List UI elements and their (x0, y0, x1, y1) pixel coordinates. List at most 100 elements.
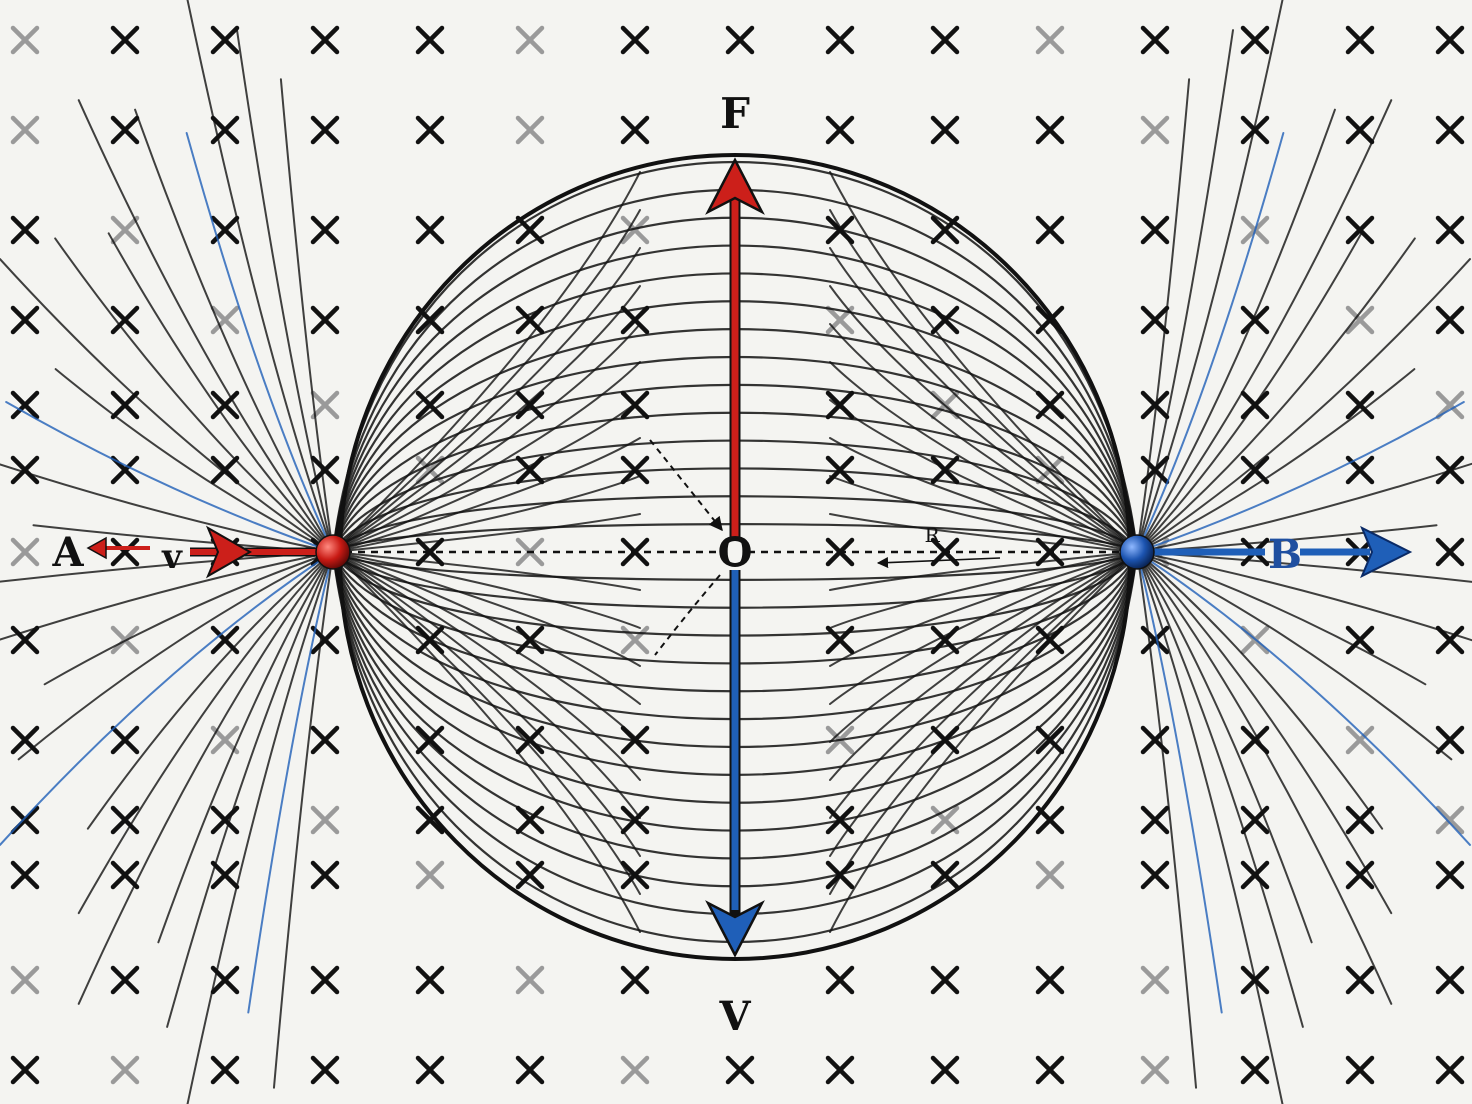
field-line (332, 171, 641, 553)
field-cross-icon (110, 1055, 140, 1085)
field-line (1136, 551, 1223, 1014)
field-cross-icon (1140, 1055, 1170, 1085)
field-cross-icon (1240, 455, 1270, 485)
field-line (134, 108, 334, 553)
field-line (1136, 551, 1393, 915)
field-line (332, 551, 641, 857)
field-cross-icon (210, 1055, 240, 1085)
field-line (332, 551, 641, 591)
field-cross-icon (415, 390, 445, 420)
field-cross-icon (1435, 1055, 1465, 1085)
field-line (829, 551, 1138, 629)
field-line (1136, 551, 1427, 686)
field-cross-icon (1345, 725, 1375, 755)
field-line (1136, 258, 1471, 553)
field-cross-icon (310, 390, 340, 420)
field-cross-icon (310, 725, 340, 755)
field-cross-icon (1035, 725, 1065, 755)
radius-arrow (876, 556, 1001, 569)
field-line (1136, 551, 1284, 1104)
field-line (77, 551, 334, 915)
field-cross-icon (620, 965, 650, 995)
field-cross-icon (1035, 860, 1065, 890)
field-cross-icon (415, 805, 445, 835)
field-cross-icon (1345, 390, 1375, 420)
field-cross-icon (110, 305, 140, 335)
field-cross-icon (110, 215, 140, 245)
field-cross-icon (110, 965, 140, 995)
velocity-arrow-head (705, 900, 765, 958)
field-cross-icon (825, 1055, 855, 1085)
field-cross-icon (1435, 305, 1465, 335)
field-cross-icon (310, 305, 340, 335)
field-line (5, 401, 334, 553)
field-line (332, 551, 641, 667)
label-b: B (1268, 531, 1302, 578)
field-cross-icon (930, 805, 960, 835)
field-line (1136, 551, 1198, 1089)
field-line (829, 551, 1138, 667)
field-cross-icon (10, 25, 40, 55)
field-cross-icon (1140, 805, 1170, 835)
field-line (272, 551, 334, 1089)
field-line (54, 237, 334, 553)
origin-point (720, 537, 750, 567)
field-cross-icon (310, 215, 340, 245)
field-cross-icon (825, 965, 855, 995)
label-a: A (51, 529, 84, 576)
label-f: F (720, 89, 750, 138)
field-line (829, 551, 1138, 781)
field-cross-icon (1240, 305, 1270, 335)
field-cross-icon (10, 215, 40, 245)
field-cross-icon (415, 725, 445, 755)
field-cross-icon (415, 115, 445, 145)
field-cross-icon (1240, 805, 1270, 835)
field-cross-icon (10, 305, 40, 335)
field-line (829, 399, 1138, 553)
field-line (332, 551, 641, 705)
charge-a-positive (315, 534, 351, 570)
field-line (1136, 551, 1471, 846)
field-line (1136, 551, 1384, 830)
field-line (1136, 131, 1285, 553)
label-v-lower: v (161, 537, 183, 577)
field-line (1136, 551, 1304, 1028)
field-cross-icon (310, 1055, 340, 1085)
field-line (1136, 29, 1234, 553)
field-line (157, 551, 334, 944)
field-line (236, 29, 334, 553)
field-cross-icon (415, 215, 445, 245)
field-cross-icon (210, 860, 240, 890)
field-line (1136, 551, 1393, 1005)
field-cross-icon (110, 390, 140, 420)
field-cross-icon (515, 805, 545, 835)
field-line (186, 551, 334, 1104)
field-cross-icon (1140, 860, 1170, 890)
field-line (1136, 551, 1472, 642)
field-cross-icon (415, 860, 445, 890)
field-line (166, 551, 334, 1028)
field-line (829, 551, 1138, 895)
field-line (0, 463, 334, 553)
field-cross-icon (310, 115, 340, 145)
arrow-a-left-head (86, 536, 107, 560)
field-cross-icon (110, 25, 140, 55)
field-line (1136, 237, 1416, 553)
field-line (829, 475, 1138, 553)
field-line (332, 361, 641, 553)
field-cross-icon (110, 860, 140, 890)
field-line (829, 323, 1138, 553)
field-cross-icon (310, 805, 340, 835)
field-cross-icon (310, 965, 340, 995)
field-cross-icon (620, 115, 650, 145)
field-cross-icon (1140, 25, 1170, 55)
field-cross-icon (210, 390, 240, 420)
field-line (86, 551, 334, 830)
field-cross-icon (515, 1055, 545, 1085)
field-cross-icon (210, 455, 240, 485)
field-cross-icon (210, 305, 240, 335)
field-line (332, 209, 641, 553)
field-cross-icon (620, 215, 650, 245)
pointer-lower-dashed (654, 574, 721, 656)
